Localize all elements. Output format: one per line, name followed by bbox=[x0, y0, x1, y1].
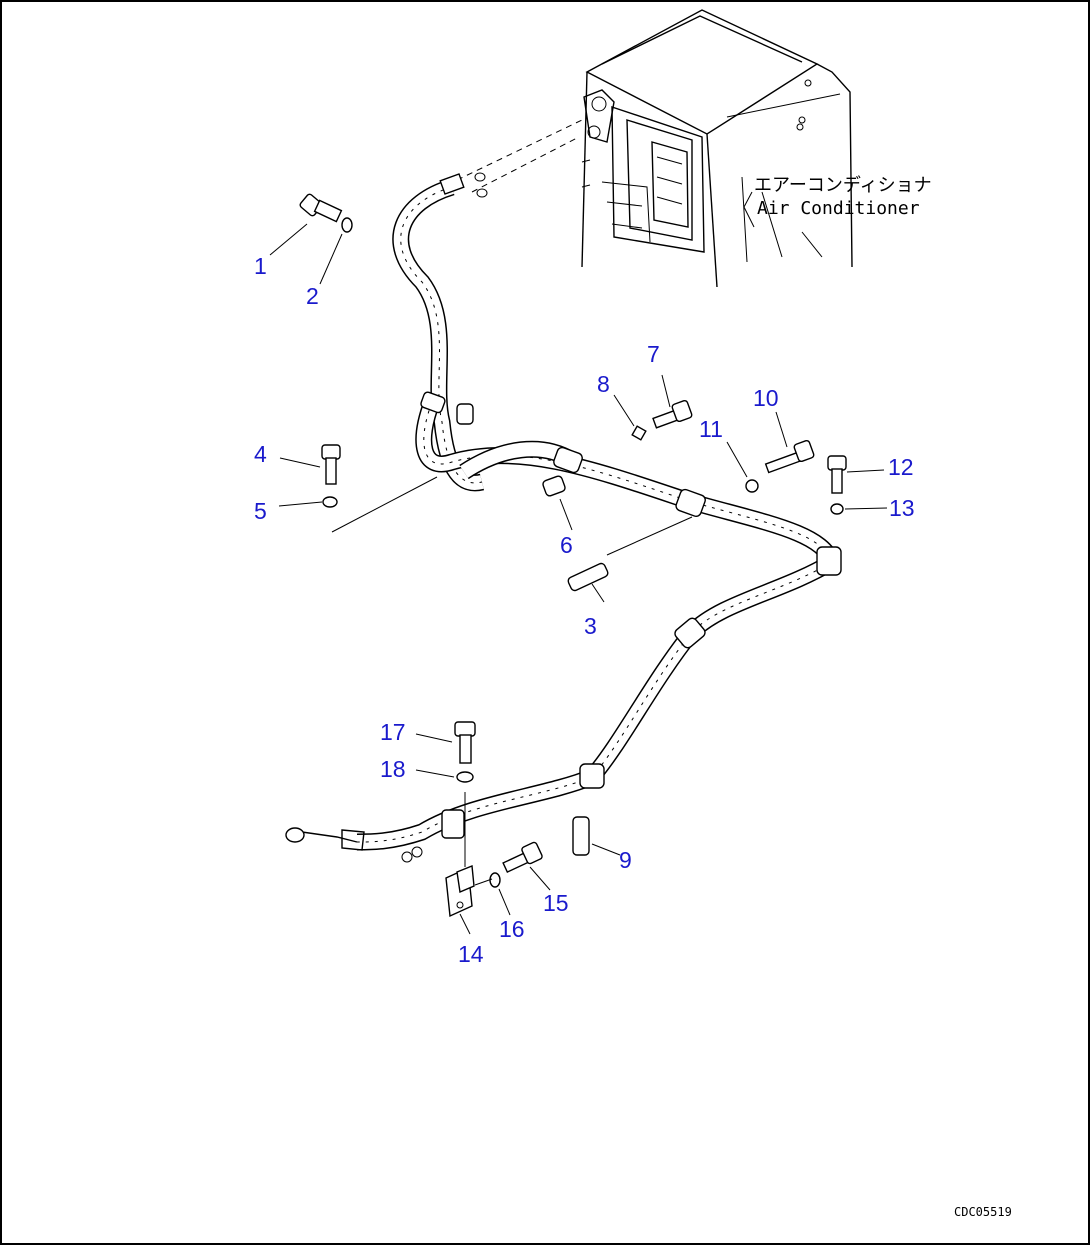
part-9-spacer bbox=[572, 816, 590, 856]
part-12-bolt bbox=[827, 455, 847, 494]
callout-part-9: 9 bbox=[619, 847, 632, 873]
part-8-washer bbox=[631, 425, 647, 441]
hose-assembly-lower bbox=[356, 554, 837, 851]
hose-assembly-upper bbox=[392, 178, 841, 566]
part-15-bolt bbox=[502, 841, 543, 873]
callout-part-8: 8 bbox=[597, 371, 610, 397]
part-13-washer bbox=[830, 503, 844, 515]
part-5-washer bbox=[322, 496, 338, 508]
part-14-clamp bbox=[445, 865, 475, 918]
callout-part-12: 12 bbox=[888, 454, 914, 480]
air-conditioner-unit bbox=[581, 9, 853, 288]
part-2-o-ring bbox=[341, 217, 353, 233]
callout-part-14: 14 bbox=[458, 941, 484, 967]
part-18-washer bbox=[456, 771, 474, 783]
callout-part-4: 4 bbox=[254, 441, 267, 467]
callout-part-17: 17 bbox=[380, 719, 406, 745]
drawing-code: CDC05519 bbox=[954, 1205, 1012, 1219]
air-conditioner-leader bbox=[743, 191, 755, 228]
part-17-bolt bbox=[454, 721, 476, 764]
callout-part-5: 5 bbox=[254, 498, 267, 524]
part-10-bolt bbox=[764, 439, 815, 474]
callout-part-1: 1 bbox=[254, 253, 267, 279]
part-11-washer bbox=[745, 479, 759, 493]
callout-part-15: 15 bbox=[543, 890, 569, 916]
leader-lines bbox=[269, 223, 888, 935]
callout-part-16: 16 bbox=[499, 916, 525, 942]
air-conditioner-label-jp: エアーコンディショナ bbox=[754, 175, 932, 196]
callout-part-3: 3 bbox=[584, 613, 597, 639]
part-4-bolt bbox=[321, 444, 341, 485]
callout-part-6: 6 bbox=[560, 532, 573, 558]
callout-part-18: 18 bbox=[380, 756, 406, 782]
air-conditioner-label-en: Air Conditioner bbox=[757, 198, 920, 219]
part-6-spacer bbox=[542, 475, 566, 497]
part-3-spacer bbox=[567, 562, 609, 592]
hose-fittings bbox=[285, 173, 842, 863]
part-16-washer bbox=[489, 872, 501, 888]
part-7-bolt bbox=[652, 399, 693, 429]
callout-part-13: 13 bbox=[889, 495, 915, 521]
callout-part-10: 10 bbox=[753, 385, 779, 411]
callout-part-11: 11 bbox=[699, 416, 723, 442]
callout-part-7: 7 bbox=[647, 341, 660, 367]
callout-part-2: 2 bbox=[306, 283, 319, 309]
part-1-hose-fitting bbox=[299, 193, 343, 223]
